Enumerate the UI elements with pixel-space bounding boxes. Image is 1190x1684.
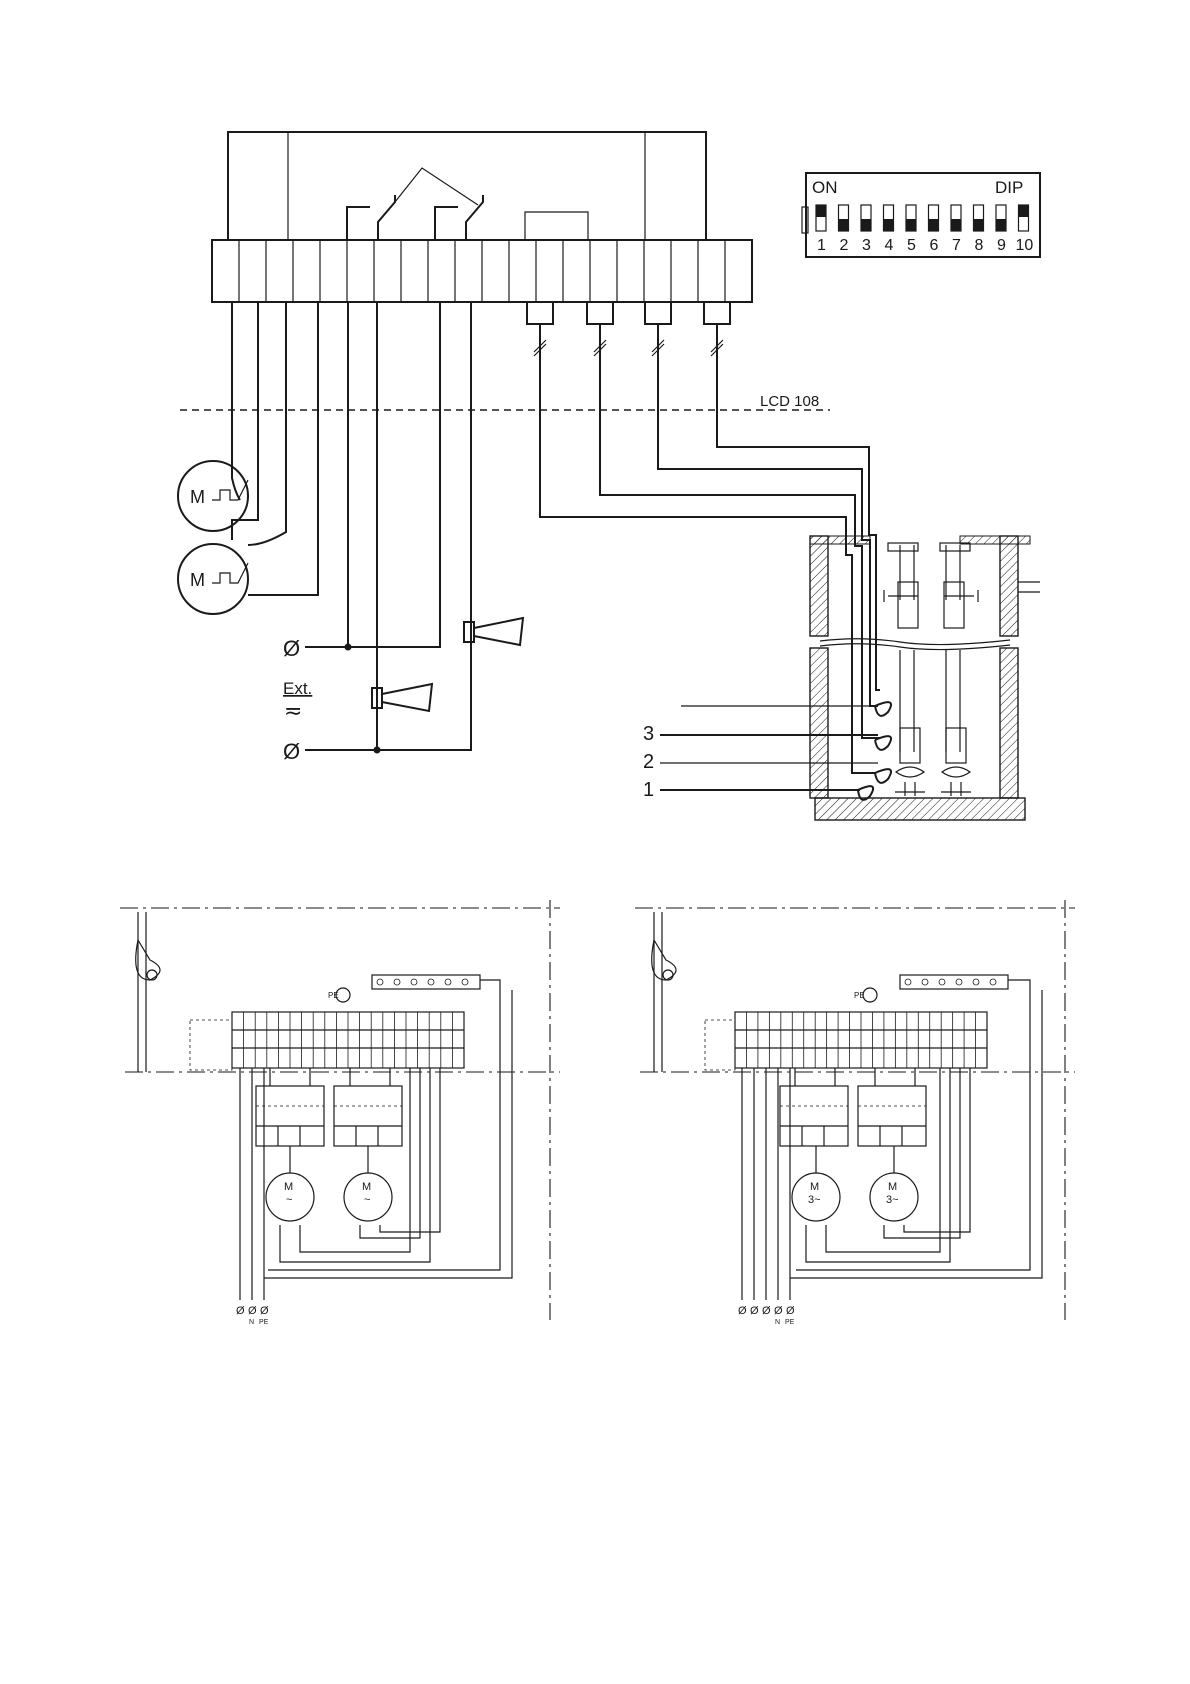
relay-contacts: [347, 168, 588, 240]
right-motor-1-label: M: [810, 1181, 819, 1193]
dip-lever-knob: [929, 219, 939, 231]
left-n-label: N: [249, 1319, 254, 1326]
left-motor-2-label: M: [362, 1181, 371, 1193]
left-phase-1: Ø: [236, 1305, 245, 1317]
motor-2-label: M: [190, 570, 205, 590]
pe-terminal: [411, 979, 417, 985]
left-phase-3: Ø: [260, 1305, 269, 1317]
motor-2: M: [178, 544, 248, 614]
supply-wiring: [305, 302, 471, 754]
right-phase-3: Ø: [762, 1305, 771, 1317]
dip-lever-knob: [839, 219, 849, 231]
dip-number: 1: [817, 237, 826, 254]
dip-number: 2: [840, 237, 849, 254]
right-phase-5: Ø: [786, 1305, 795, 1317]
dip-number: 9: [997, 237, 1006, 254]
dip-lever-knob: [906, 219, 916, 231]
dip-lever-knob: [816, 205, 826, 217]
ext-ac-symbol: ≂: [284, 698, 302, 723]
left-motor-1-symbol: ~: [286, 1194, 292, 1206]
left-pe-bottom-label: PE: [259, 1319, 269, 1326]
dip-number: 10: [1016, 237, 1034, 254]
right-motor-1: M 3~: [792, 1173, 840, 1221]
dip-lever-knob: [861, 219, 871, 231]
phase-symbol-bottom: Ø: [283, 739, 300, 764]
horn-2: [372, 684, 432, 711]
left-motor-2-symbol: ~: [364, 1194, 370, 1206]
dip-number: 6: [930, 237, 939, 254]
pe-terminal: [905, 979, 911, 985]
right-phase-1: Ø: [738, 1305, 747, 1317]
left-motor-1: M ~: [266, 1173, 314, 1221]
left-motor-2: M ~: [344, 1173, 392, 1221]
phase-symbol-top: Ø: [283, 636, 300, 661]
pe-terminal: [922, 979, 928, 985]
dip-number: 5: [907, 237, 916, 254]
dip-on-label: ON: [812, 178, 838, 197]
right-phase-2: Ø: [750, 1305, 759, 1317]
dip-label: DIP: [995, 178, 1023, 197]
sensor-cables: [540, 418, 880, 773]
dip-lever-knob: [996, 219, 1006, 231]
single-phase-wiring: PE M ~ M ~ Ø Ø Ø N PE: [120, 900, 560, 1326]
dip-number: 4: [885, 237, 894, 254]
pe-terminal: [462, 979, 468, 985]
pe-terminal: [956, 979, 962, 985]
left-motor-1-label: M: [284, 1181, 293, 1193]
right-pe-bottom-label: PE: [785, 1319, 795, 1326]
right-motor-2-symbol: 3~: [886, 1194, 899, 1206]
pe-terminal: [394, 979, 400, 985]
terminal-strip: [212, 240, 752, 302]
three-phase-wiring: PE M 3~ M 3~ Ø Ø Ø Ø Ø N PE: [635, 900, 1075, 1326]
pe-terminal: [939, 979, 945, 985]
level-label-2: 2: [643, 751, 654, 773]
pe-terminal: [428, 979, 434, 985]
dip-lever-knob: [951, 219, 961, 231]
pump-well: [660, 536, 1040, 820]
right-phase-4: Ø: [774, 1305, 783, 1317]
right-motor-1-symbol: 3~: [808, 1194, 821, 1206]
right-motor-2-label: M: [888, 1181, 897, 1193]
boundary-label: LCD 108: [760, 393, 819, 410]
right-n-label: N: [775, 1319, 780, 1326]
dip-number: 7: [952, 237, 961, 254]
pe-terminal: [445, 979, 451, 985]
left-phase-2: Ø: [248, 1305, 257, 1317]
pe-terminal: [973, 979, 979, 985]
pe-terminal: [377, 979, 383, 985]
horn-1: [464, 618, 523, 645]
top-control-diagram: LCD 108 M M: [178, 132, 1040, 820]
pe-terminal: [990, 979, 996, 985]
dip-number: 8: [975, 237, 984, 254]
ext-label: Ext.: [283, 679, 312, 698]
right-motor-2: M 3~: [870, 1173, 918, 1221]
dip-lever-knob: [1019, 205, 1029, 217]
dip-number: 3: [862, 237, 871, 254]
motor-1-label: M: [190, 487, 205, 507]
level-label-3: 3: [643, 723, 654, 745]
dip-lever-knob: [884, 219, 894, 231]
sensor-connectors: [527, 302, 730, 418]
level-label-1: 1: [643, 779, 654, 801]
dip-lever-knob: [974, 219, 984, 231]
